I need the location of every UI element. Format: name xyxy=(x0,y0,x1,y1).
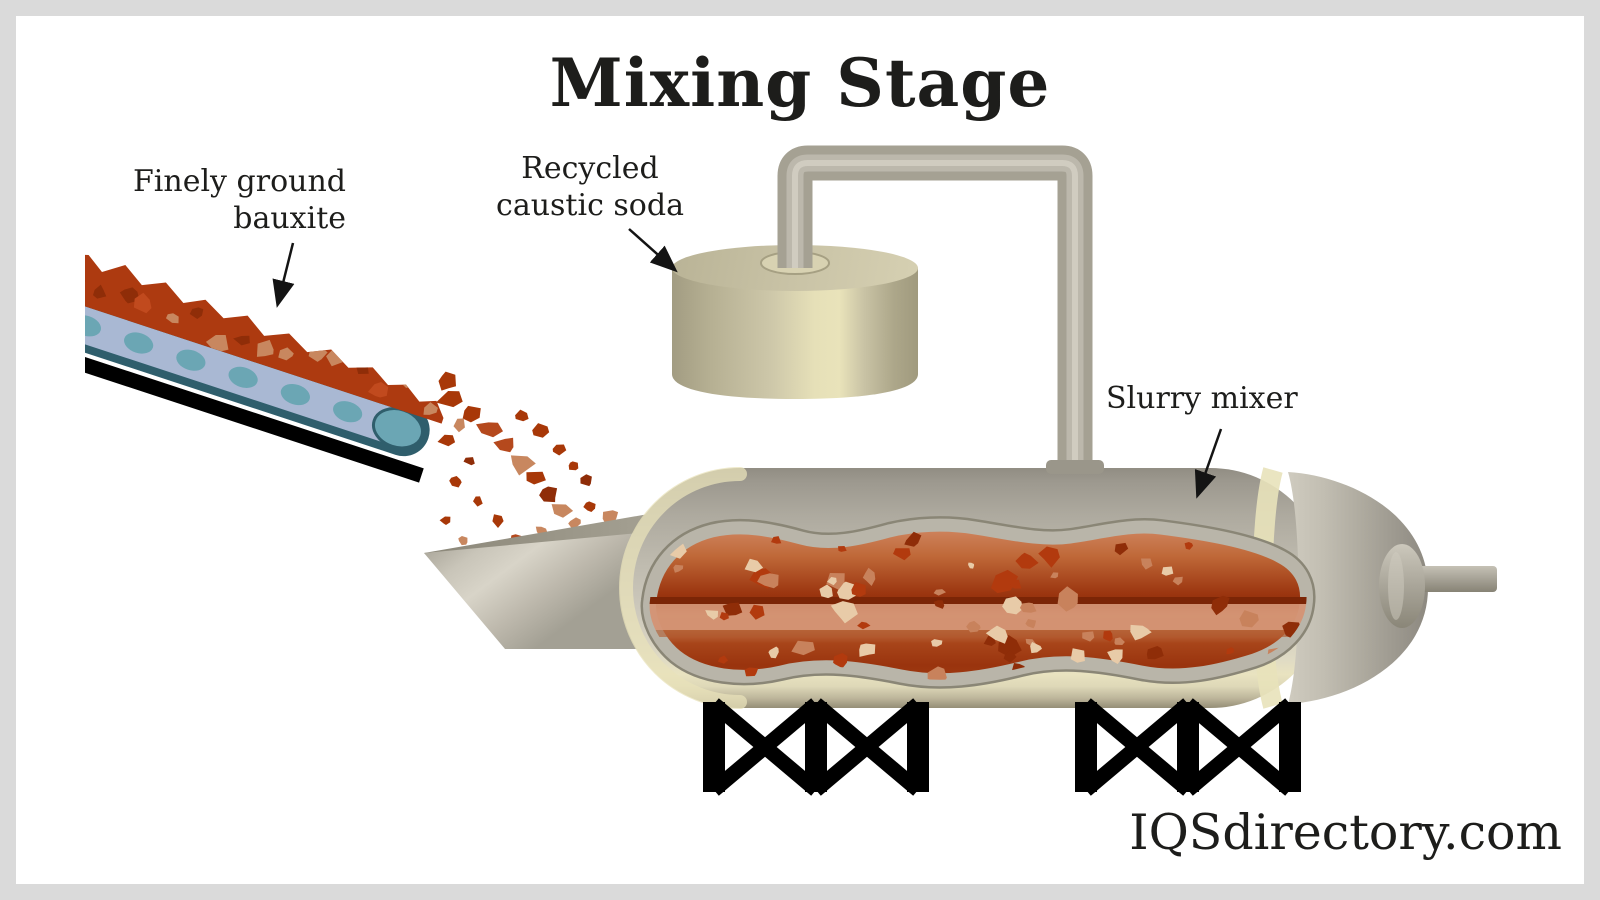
conveyor-belt xyxy=(85,254,444,483)
conveyor-support-rail xyxy=(85,341,424,483)
watermark-iqsdirectory: IQSdirectory.com xyxy=(1129,804,1562,861)
label-finely-ground-bauxite: Finely ground bauxite xyxy=(100,163,346,237)
drive-shaft xyxy=(1379,544,1497,628)
support-legs-right xyxy=(1075,698,1301,796)
page-title: Mixing Stage xyxy=(549,44,1051,122)
annotation-arrows xyxy=(272,228,1223,499)
feed-chute xyxy=(424,512,660,649)
slurry-cutaway xyxy=(640,516,1316,689)
label-caustic-line1: Recycled xyxy=(521,151,659,186)
arrow-caustic-soda xyxy=(628,228,678,273)
support-legs-left xyxy=(703,698,929,796)
arrow-slurry-mixer xyxy=(1194,428,1223,499)
arrow-bauxite xyxy=(272,242,295,308)
label-caustic-line2: caustic soda xyxy=(496,188,684,223)
caustic-soda-tank xyxy=(672,245,918,399)
recycle-pipe xyxy=(777,145,1093,475)
pipe-inlet-collar xyxy=(1046,460,1104,474)
label-recycled-caustic-soda: Recycled caustic soda xyxy=(468,150,712,224)
label-slurry-mixer: Slurry mixer xyxy=(1106,381,1298,416)
label-bauxite-line2: bauxite xyxy=(233,201,346,236)
right-end-dome xyxy=(1288,472,1428,704)
left-cap-highlight xyxy=(618,467,747,709)
label-bauxite-line1: Finely ground xyxy=(132,164,346,199)
conveyor-rollers xyxy=(85,315,424,450)
